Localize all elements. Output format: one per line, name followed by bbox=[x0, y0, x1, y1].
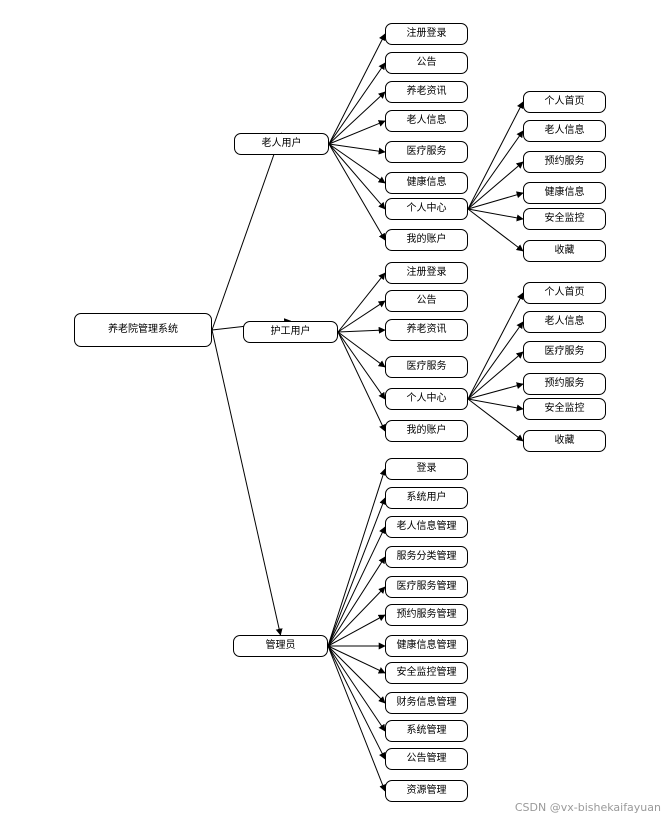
leaf-node: 医疗服务 bbox=[385, 356, 468, 378]
leaf-node: 注册登录 bbox=[385, 262, 468, 284]
leaf-node: 健康信息管理 bbox=[385, 635, 468, 657]
edge-branch-to-leaf bbox=[327, 614, 386, 647]
leaf-node: 健康信息 bbox=[385, 172, 468, 194]
leaf-node: 系统用户 bbox=[385, 487, 468, 509]
leaf-node: 个人中心 bbox=[385, 388, 468, 410]
leaf-node: 我的账户 bbox=[385, 420, 468, 442]
leaf-node: 我的账户 bbox=[385, 229, 468, 251]
sub-leaf-node: 安全监控 bbox=[523, 398, 606, 420]
leaf-node: 医疗服务管理 bbox=[385, 576, 468, 598]
edge-leaf-to-sub bbox=[467, 130, 524, 210]
edge-branch-to-leaf bbox=[328, 120, 386, 145]
leaf-node: 资源管理 bbox=[385, 780, 468, 802]
edge-branch-to-leaf bbox=[327, 645, 386, 760]
leaf-node: 养老资讯 bbox=[385, 319, 468, 341]
edge-branch-to-leaf bbox=[328, 143, 386, 184]
edge-leaf-to-sub bbox=[467, 382, 524, 400]
sub-leaf-node: 老人信息 bbox=[523, 120, 606, 142]
leaf-node: 公告 bbox=[385, 52, 468, 74]
edge-leaf-to-sub bbox=[467, 398, 524, 442]
sub-leaf-node: 个人首页 bbox=[523, 91, 606, 113]
leaf-node: 养老资讯 bbox=[385, 81, 468, 103]
root-node: 养老院管理系统 bbox=[74, 313, 212, 347]
sub-leaf-node: 医疗服务 bbox=[523, 341, 606, 363]
leaf-node: 服务分类管理 bbox=[385, 546, 468, 568]
edge-leaf-to-sub bbox=[467, 208, 524, 222]
edge-branch-to-leaf bbox=[327, 645, 386, 704]
edge-leaf-to-sub bbox=[467, 101, 524, 210]
sub-leaf-node: 老人信息 bbox=[523, 311, 606, 333]
branch-node: 护工用户 bbox=[243, 321, 338, 343]
watermark: CSDN @vx-bishekaifayuan bbox=[514, 801, 661, 814]
edge-branch-to-leaf bbox=[337, 331, 386, 432]
sub-leaf-node: 个人首页 bbox=[523, 282, 606, 304]
sub-leaf-node: 安全监控 bbox=[523, 208, 606, 230]
leaf-node: 注册登录 bbox=[385, 23, 468, 45]
leaf-node: 安全监控管理 bbox=[385, 662, 468, 684]
leaf-node: 公告 bbox=[385, 290, 468, 312]
edge-leaf-to-sub bbox=[467, 161, 524, 210]
edge-branch-to-leaf bbox=[328, 91, 386, 145]
edge-leaf-to-sub bbox=[467, 208, 524, 252]
edge-leaf-to-sub bbox=[467, 292, 524, 400]
edge-branch-to-leaf bbox=[328, 143, 386, 241]
edge-branch-to-leaf bbox=[327, 586, 386, 647]
sub-leaf-node: 收藏 bbox=[523, 430, 606, 452]
edge-branch-to-leaf bbox=[337, 331, 386, 400]
edge-branch-to-leaf bbox=[328, 143, 386, 155]
edge-leaf-to-sub bbox=[467, 351, 524, 400]
edge-leaf-to-sub bbox=[467, 191, 524, 210]
edge-branch-to-leaf bbox=[337, 331, 386, 368]
leaf-node: 老人信息 bbox=[385, 110, 468, 132]
edge-leaf-to-sub bbox=[467, 398, 524, 412]
edge-branch-to-leaf bbox=[328, 62, 386, 145]
sub-leaf-node: 预约服务 bbox=[523, 151, 606, 173]
edge-branch-to-leaf bbox=[327, 645, 386, 792]
edge-branch-to-leaf bbox=[327, 645, 386, 732]
edge-branch-to-leaf bbox=[337, 326, 386, 334]
edge-branch-to-leaf bbox=[327, 556, 386, 647]
edge-branch-to-leaf bbox=[337, 272, 386, 333]
edge-branch-to-leaf bbox=[327, 526, 386, 647]
edge-branch-to-leaf bbox=[327, 645, 386, 674]
edge-branch-to-leaf bbox=[327, 468, 387, 647]
edge-branch-to-leaf bbox=[337, 300, 386, 333]
leaf-node: 登录 bbox=[385, 458, 468, 480]
edge-root-to-branch bbox=[211, 329, 283, 636]
leaf-node: 系统管理 bbox=[385, 720, 468, 742]
edge-leaf-to-sub bbox=[467, 321, 524, 400]
branch-node: 管理员 bbox=[233, 635, 328, 657]
leaf-node: 财务信息管理 bbox=[385, 692, 468, 714]
leaf-node: 预约服务管理 bbox=[385, 604, 468, 626]
edge-branch-to-leaf bbox=[328, 33, 386, 145]
leaf-node: 个人中心 bbox=[385, 198, 468, 220]
edge-branch-to-leaf bbox=[327, 497, 387, 647]
leaf-node: 公告管理 bbox=[385, 748, 468, 770]
sub-leaf-node: 预约服务 bbox=[523, 373, 606, 395]
leaf-node: 老人信息管理 bbox=[385, 516, 468, 538]
sub-leaf-node: 健康信息 bbox=[523, 182, 606, 204]
edge-root-to-branch bbox=[211, 132, 283, 331]
edge-branch-to-leaf bbox=[328, 143, 386, 210]
leaf-node: 医疗服务 bbox=[385, 141, 468, 163]
sub-leaf-node: 收藏 bbox=[523, 240, 606, 262]
branch-node: 老人用户 bbox=[234, 133, 329, 155]
